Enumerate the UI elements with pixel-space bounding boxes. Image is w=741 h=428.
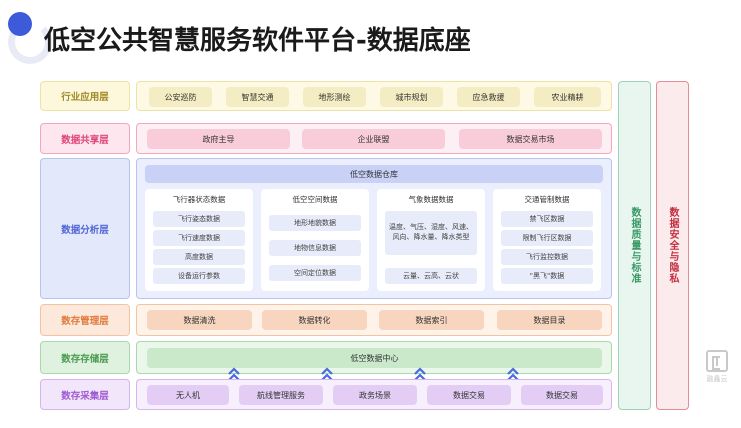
card-title: 交通管制数据 bbox=[524, 195, 570, 204]
brand-logo: 融鑫云 bbox=[700, 350, 734, 392]
layer-label-collect: 数存采集层 bbox=[40, 379, 130, 410]
card-title: 低空空间数据 bbox=[292, 195, 338, 204]
industry-item[interactable]: 智慧交通 bbox=[226, 87, 289, 107]
collect-item[interactable]: 航线管理服务 bbox=[239, 385, 323, 405]
share-item[interactable]: 企业联盟 bbox=[302, 129, 445, 149]
card-item[interactable]: 飞行姿态数据 bbox=[153, 211, 245, 227]
data-center-item[interactable]: 低空数据中心 bbox=[147, 348, 602, 368]
card-item[interactable]: 飞行速度数据 bbox=[153, 230, 245, 246]
up-arrows-icon bbox=[414, 367, 426, 381]
card-item[interactable]: 限制飞行区数据 bbox=[501, 230, 593, 246]
card-item[interactable]: 飞行监控数据 bbox=[501, 249, 593, 265]
collect-item[interactable]: 数据交易 bbox=[427, 385, 511, 405]
warehouse-title: 低空数据仓库 bbox=[145, 165, 603, 183]
layer-body-industry: 公安巡防 智慧交通 地形测绘 城市规划 应急救援 农业精耕 bbox=[136, 81, 612, 111]
share-item[interactable]: 数据交易市场 bbox=[459, 129, 602, 149]
up-arrows-icon bbox=[507, 367, 519, 381]
industry-item[interactable]: 城市规划 bbox=[380, 87, 443, 107]
analysis-card-weather: 气象数据数据 温度、气压、湿度、风速、风向、降水量、降水类型 云量、云高、云状 bbox=[377, 189, 485, 291]
layer-body-collect: 无人机 航线管理服务 政务场景 数据交易 数据交易 bbox=[136, 379, 612, 410]
card-item[interactable]: 禁飞区数据 bbox=[501, 211, 593, 227]
manage-item[interactable]: 数据清洗 bbox=[147, 310, 252, 330]
decorative-dot bbox=[8, 12, 32, 36]
card-title: 气象数据数据 bbox=[408, 195, 454, 204]
industry-item[interactable]: 公安巡防 bbox=[149, 87, 212, 107]
industry-item[interactable]: 地形测绘 bbox=[303, 87, 366, 107]
layer-label-share: 数据共享层 bbox=[40, 123, 130, 154]
decorative-ring bbox=[8, 20, 52, 64]
collect-item[interactable]: 数据交易 bbox=[521, 385, 603, 405]
collect-item[interactable]: 无人机 bbox=[147, 385, 229, 405]
layer-body-share: 政府主导 企业联盟 数据交易市场 bbox=[136, 123, 612, 154]
layer-label-store: 数存存储层 bbox=[40, 341, 130, 374]
manage-item[interactable]: 数据目录 bbox=[497, 310, 602, 330]
card-item[interactable]: "黑飞"数据 bbox=[501, 268, 593, 284]
card-item[interactable]: 设备运行参数 bbox=[153, 268, 245, 284]
layer-label-industry: 行业应用层 bbox=[40, 81, 130, 111]
analysis-card-space: 低空空间数据 地形地貌数据 地物信息数据 空间定位数据 bbox=[261, 189, 369, 291]
layer-body-store: 低空数据中心 bbox=[136, 341, 612, 374]
analysis-card-aircraft: 飞行器状态数据 飞行姿态数据 飞行速度数据 高度数据 设备运行参数 bbox=[145, 189, 253, 291]
logo-icon bbox=[706, 350, 728, 372]
side-data-security: 数据安全与隐私 bbox=[656, 81, 689, 410]
manage-item[interactable]: 数据索引 bbox=[379, 310, 484, 330]
layer-body-manage: 数据清洗 数据转化 数据索引 数据目录 bbox=[136, 304, 612, 336]
page-title: 低空公共智慧服务软件平台-数据底座 bbox=[44, 26, 471, 56]
manage-item[interactable]: 数据转化 bbox=[262, 310, 367, 330]
card-item[interactable]: 地物信息数据 bbox=[269, 240, 361, 256]
card-title: 飞行器状态数据 bbox=[172, 195, 226, 204]
share-item[interactable]: 政府主导 bbox=[147, 129, 290, 149]
layer-body-analysis: 低空数据仓库 飞行器状态数据 飞行姿态数据 飞行速度数据 高度数据 设备运行参数… bbox=[136, 158, 612, 299]
card-item[interactable]: 地形地貌数据 bbox=[269, 215, 361, 231]
card-item[interactable]: 空间定位数据 bbox=[269, 265, 361, 281]
analysis-card-traffic: 交通管制数据 禁飞区数据 限制飞行区数据 飞行监控数据 "黑飞"数据 bbox=[493, 189, 601, 291]
up-arrows-icon bbox=[228, 367, 240, 381]
side-data-quality: 数据质量与标准 bbox=[618, 81, 651, 410]
card-item[interactable]: 高度数据 bbox=[153, 249, 245, 265]
card-item[interactable]: 云量、云高、云状 bbox=[385, 268, 477, 284]
industry-item[interactable]: 应急救援 bbox=[457, 87, 520, 107]
up-arrows-icon bbox=[321, 367, 333, 381]
logo-text: 融鑫云 bbox=[706, 375, 728, 383]
industry-item[interactable]: 农业精耕 bbox=[534, 87, 601, 107]
card-item-multi[interactable]: 温度、气压、湿度、风速、风向、降水量、降水类型 bbox=[385, 211, 477, 255]
layer-label-manage: 数存管理层 bbox=[40, 304, 130, 336]
layer-label-analysis: 数据分析层 bbox=[40, 158, 130, 299]
collect-item[interactable]: 政务场景 bbox=[333, 385, 417, 405]
